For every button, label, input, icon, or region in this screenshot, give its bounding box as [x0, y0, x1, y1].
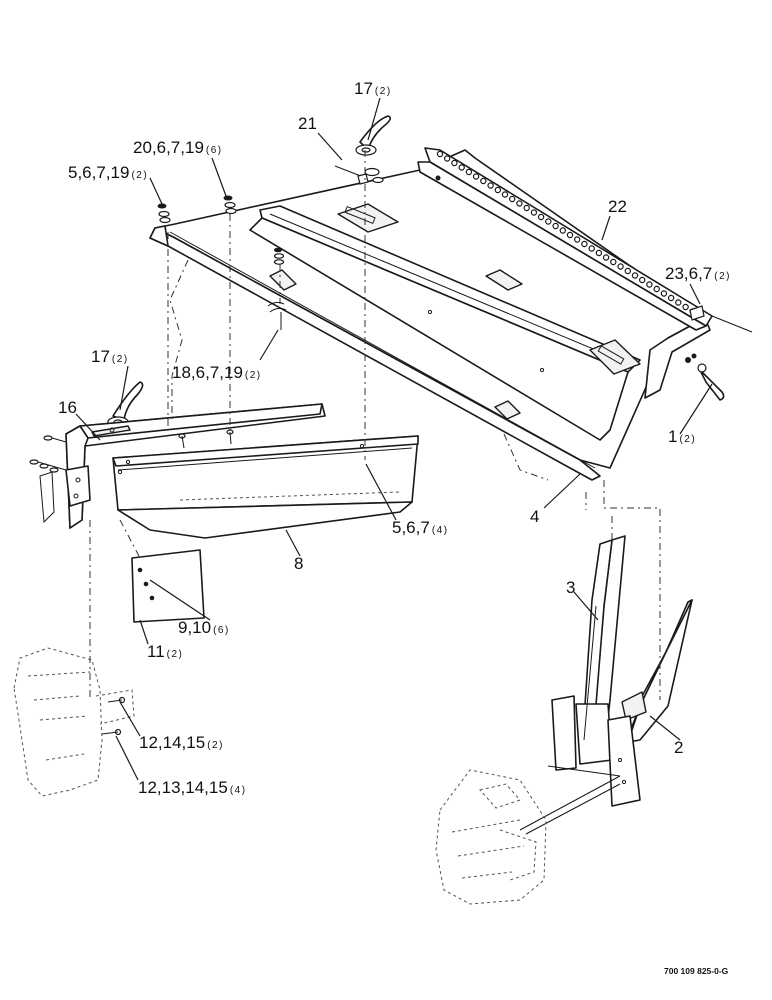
strip-tooth: [494, 186, 501, 194]
strip-tooth: [451, 159, 458, 167]
vertical-shield-part-2: [519, 599, 693, 835]
strip-tooth: [639, 276, 646, 284]
leader-lines: [75, 97, 713, 781]
callout-3: 3: [566, 578, 575, 597]
callout-1: 1(2): [668, 427, 696, 446]
callout-23-6-7: 23,6,7(2): [665, 264, 731, 283]
strip-tooth: [480, 177, 487, 185]
strip-tooth: [581, 240, 588, 248]
strip-tooth: [465, 168, 473, 176]
callout-8: 8: [294, 554, 303, 573]
strip-tooth: [653, 285, 660, 293]
strip-tooth: [537, 213, 545, 221]
assembly-lines: [89, 150, 661, 700]
handle-top-part-17: [334, 115, 392, 185]
strip-tooth: [610, 258, 617, 266]
strip-tooth: [602, 254, 610, 261]
strip-tooth: [667, 294, 675, 302]
hardware-stack-right: [223, 195, 237, 215]
strip-tooth: [472, 173, 480, 180]
machine-context-left: [13, 647, 135, 797]
strip-tooth: [552, 222, 559, 230]
callout-20-6-7-19: 20,6,7,19(6): [133, 138, 223, 157]
hardware-stack-left: [157, 203, 171, 224]
left-shield-part-16: [29, 403, 326, 529]
strip-tooth: [595, 249, 603, 257]
strip-tooth: [444, 155, 451, 162]
strip-tooth: [617, 263, 624, 270]
strip-tooth: [501, 191, 509, 198]
strip-tooth: [675, 299, 682, 306]
strip-tooth: [530, 209, 538, 216]
lower-shield-part-8: [112, 435, 419, 539]
callout-22: 22: [608, 197, 627, 216]
strip-tooth: [458, 164, 465, 171]
strip-tooth: [624, 267, 632, 275]
strip-tooth: [523, 204, 530, 212]
strip-tooth: [588, 245, 595, 252]
handle-right-part-1: [685, 353, 725, 401]
callout-2: 2: [674, 738, 683, 757]
strip-tooth: [682, 303, 689, 311]
callout-18-6-7-19: 18,6,7,19(2): [172, 363, 262, 382]
callout-17-left: 17(2): [91, 347, 129, 366]
callout-17-top: 17(2): [354, 79, 392, 98]
callout-12-13-14-15: 12,13,14,15(4): [138, 778, 247, 797]
callout-labels: 17(2) 21 20,6,7,19(6) 5,6,7,19(2) 22 23,…: [58, 79, 731, 797]
strip-tooth: [574, 236, 581, 243]
strip-tooth: [559, 227, 567, 234]
machine-context-right: [435, 769, 547, 905]
strip-tooth: [566, 231, 574, 239]
hardware-stack-center: [267, 247, 287, 330]
small-plate-part-11: [131, 549, 205, 623]
callout-5-6-7-bottom: 5,6,7(4): [392, 518, 449, 537]
strip-tooth: [545, 218, 552, 225]
strip-tooth: [646, 281, 653, 288]
strip-tooth: [487, 182, 494, 189]
tooth-strip-part-22: [417, 147, 753, 333]
callout-5-6-7-19-top: 5,6,7,19(2): [68, 163, 148, 182]
callout-21: 21: [298, 114, 317, 133]
strip-tooth: [509, 195, 516, 203]
callout-12-14-15: 12,14,15(2): [139, 733, 224, 752]
callout-16: 16: [58, 398, 77, 417]
callout-11: 11(2): [147, 642, 183, 661]
strip-tooth: [436, 150, 444, 158]
strip-tooth: [631, 272, 639, 279]
callout-4: 4: [530, 507, 539, 526]
strip-tooth: [660, 290, 668, 297]
document-number: 700 109 825-0-G: [664, 966, 729, 976]
callout-9-10: 9,10(6): [178, 618, 230, 637]
strip-tooth: [516, 200, 523, 207]
